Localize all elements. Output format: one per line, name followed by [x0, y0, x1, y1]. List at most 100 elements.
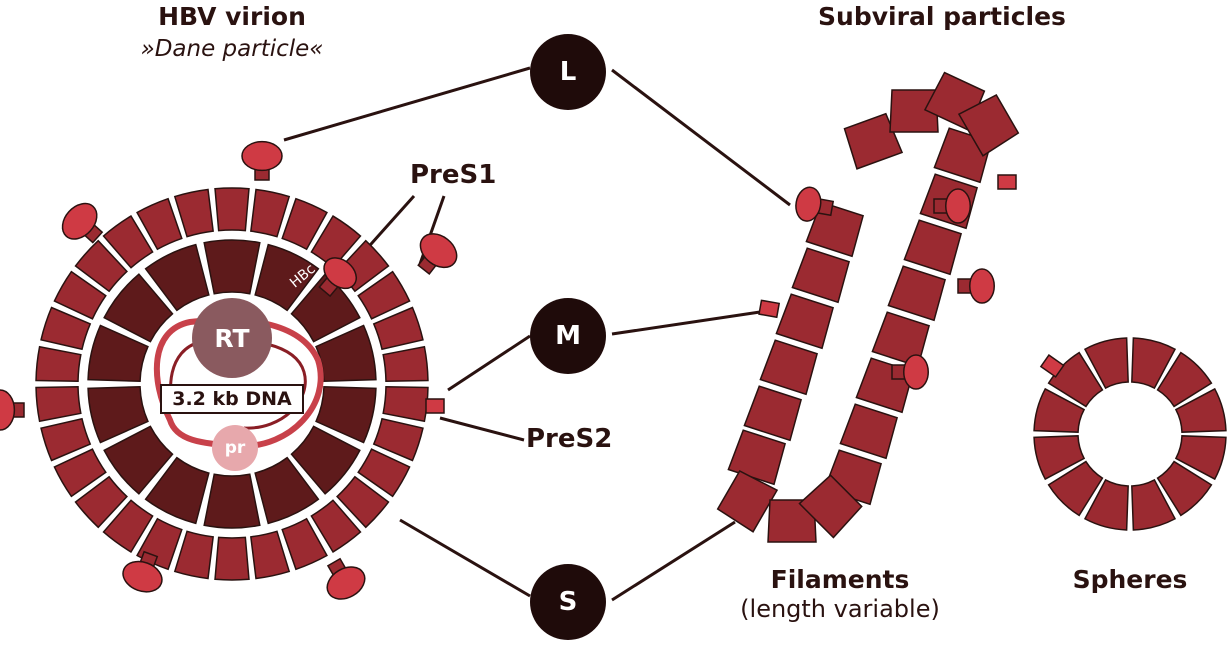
protein-m-label: M	[555, 321, 581, 351]
filament-l-protein	[891, 354, 929, 390]
virion-title: HBV virion	[158, 2, 306, 31]
connector-s-filament	[611, 520, 736, 602]
envelope-segment	[173, 530, 214, 580]
envelope-segment	[74, 239, 128, 293]
envelope-segment	[214, 536, 250, 581]
filament-segment	[775, 293, 835, 350]
surface-protein-l	[122, 550, 163, 593]
filament-segment	[798, 474, 863, 539]
surface-protein-l	[326, 557, 366, 600]
envelope-segment	[250, 188, 291, 238]
envelope-segment	[281, 517, 328, 571]
virion-subtitle: »Dane particle«	[140, 36, 324, 62]
pr-label: pr	[224, 438, 246, 458]
subviral-title: Subviral particles	[818, 2, 1066, 31]
envelope-segment	[281, 197, 328, 251]
envelope-segment	[382, 386, 429, 423]
envelope-segment	[357, 270, 411, 320]
filament-segment	[716, 469, 779, 533]
filament-segment	[805, 201, 865, 258]
envelope-segment	[40, 306, 92, 351]
capsid-segment	[315, 324, 377, 383]
filament-segment	[889, 89, 939, 133]
capsid-segment	[144, 243, 210, 312]
capsid-segment	[87, 324, 149, 383]
sphere-segment	[1131, 337, 1177, 390]
filament-segment	[767, 499, 817, 543]
filament-segment	[957, 93, 1020, 157]
filament-segment	[727, 429, 787, 486]
envelope-segment	[173, 188, 214, 238]
filament-m-stub	[997, 174, 1017, 190]
envelope-segment	[102, 215, 154, 269]
sphere-segment	[1083, 478, 1129, 531]
pres2-stub	[425, 398, 445, 414]
capsid-segment	[144, 456, 210, 525]
envelope-segment	[372, 417, 424, 462]
capsid-segment	[254, 243, 320, 312]
sphere-segment	[1174, 387, 1227, 433]
dna-label: 3.2 kb DNA	[160, 384, 304, 414]
sphere-particle	[1033, 337, 1227, 531]
envelope-segment	[35, 386, 82, 423]
connector-virion-s	[399, 518, 531, 598]
rt-label: RT	[214, 323, 250, 353]
protein-s-node: S	[530, 564, 606, 640]
protein-l-node: L	[530, 34, 606, 110]
envelope-segment	[35, 345, 82, 382]
sphere-segment	[1174, 435, 1227, 481]
reverse-transcriptase: RT	[192, 298, 272, 378]
filament-segment	[839, 403, 899, 460]
filament-segment	[843, 112, 904, 170]
filament-segment	[903, 219, 963, 276]
surface-protein-l	[417, 233, 458, 275]
pres1-knob	[318, 257, 358, 298]
envelope-segment	[310, 499, 362, 553]
filament-segment	[791, 247, 851, 304]
filament-l-protein	[795, 186, 835, 222]
pres2-callout-line	[439, 416, 525, 442]
protein-l-label: L	[559, 57, 577, 87]
envelope-segment	[102, 499, 154, 553]
sphere-m-stub	[1039, 354, 1065, 378]
surface-protein-l	[241, 140, 283, 181]
sphere-segment	[1083, 337, 1129, 390]
envelope-segment	[250, 530, 291, 580]
surface-protein-l	[0, 389, 25, 431]
capsid-segment	[315, 385, 377, 444]
envelope-segment	[214, 187, 250, 232]
connector-l-filament	[611, 68, 791, 207]
sphere-segment	[1033, 435, 1086, 481]
capsid-segment	[203, 239, 261, 295]
envelope-segment	[357, 448, 411, 498]
capsid-segment	[103, 425, 174, 495]
protein-m-node: M	[530, 298, 606, 374]
filament-segment	[759, 339, 819, 396]
sphere-segment	[1131, 478, 1177, 531]
capsid-segment	[254, 456, 320, 525]
sphere-segment	[1047, 460, 1104, 517]
connector-m-filament	[611, 310, 761, 336]
filaments-label: Filaments	[770, 565, 910, 594]
capsid-segment	[103, 273, 174, 343]
envelope-segment	[40, 417, 92, 462]
capsid-segment	[87, 385, 149, 444]
envelope-segment	[74, 475, 128, 529]
surface-protein-l	[61, 202, 104, 244]
filament-segment	[887, 265, 947, 322]
pres1-label: PreS1	[410, 160, 497, 190]
filaments-note: (length variable)	[740, 595, 940, 623]
filament-m-stub	[758, 299, 781, 319]
envelope-segment	[382, 345, 429, 382]
sphere-segment	[1033, 387, 1086, 433]
envelope-segment	[136, 197, 183, 251]
filament-segment	[743, 385, 803, 442]
protein-s-label: S	[558, 587, 578, 617]
envelope-segment	[336, 475, 390, 529]
capsid-segment	[290, 425, 361, 495]
sphere-segment	[1156, 351, 1213, 408]
filament-l-protein	[957, 268, 995, 304]
primase-circle: pr	[212, 425, 258, 471]
